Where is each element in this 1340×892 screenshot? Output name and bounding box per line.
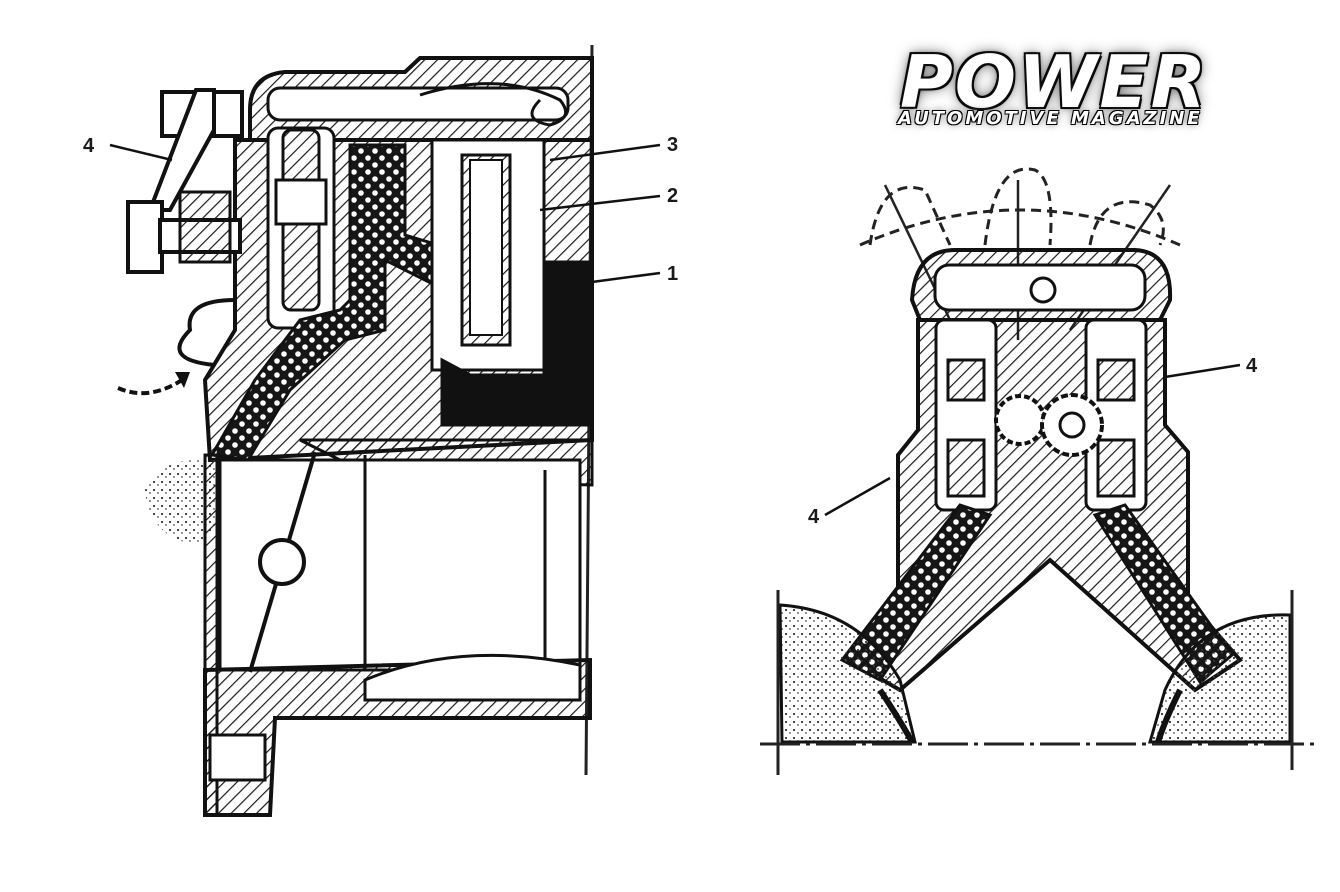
right-cross-section: 4 4 — [760, 167, 1320, 775]
callout-label-4-left: 4 — [83, 135, 95, 157]
left-cross-section: 4 3 2 1 — [83, 44, 678, 817]
logo-title: POWER — [900, 40, 1209, 124]
callout-label-3: 3 — [667, 134, 678, 156]
leader-4-left — [109, 143, 173, 162]
top-cap-swirl — [419, 82, 568, 127]
logo-subtitle: AUTOMOTIVE MAGAZINE — [898, 108, 1203, 129]
inlet-arrow — [117, 376, 187, 396]
plunger-bore — [469, 159, 503, 336]
valve-pivot — [258, 538, 306, 586]
chamber-left — [778, 603, 917, 744]
callout-label-4-right-lower: 4 — [808, 506, 820, 528]
leader-2 — [539, 194, 661, 212]
rocker-bracket — [126, 88, 244, 367]
chamber-right — [1148, 613, 1292, 744]
dark-reservoir — [440, 260, 594, 427]
leader-4-right-upper — [1164, 363, 1241, 379]
leader-1 — [591, 271, 661, 284]
injector-collar — [274, 178, 328, 226]
cover-bolt — [1029, 276, 1057, 304]
magazine-logo: POWER AUTOMOTIVE MAGAZINE — [880, 40, 1300, 140]
callout-label-1: 1 — [667, 263, 678, 285]
callout-label-2: 2 — [667, 185, 678, 207]
rocker-swing-outline — [859, 167, 1181, 247]
spray-cloud — [145, 459, 223, 545]
leader-4-right-lower — [824, 476, 891, 517]
top-cap-chamber — [266, 86, 570, 122]
leader-3 — [549, 143, 661, 162]
gear-left — [994, 394, 1046, 446]
callout-label-4-right-upper: 4 — [1246, 355, 1258, 377]
